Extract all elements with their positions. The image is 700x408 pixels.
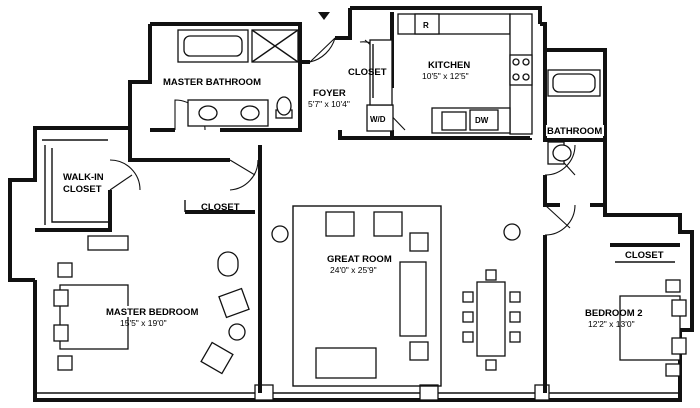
- master-bedroom-furniture: [53, 235, 250, 375]
- master-bedroom-dims: 15'5" x 19'0": [120, 318, 167, 328]
- closet-bedroom2-label: CLOSET: [625, 250, 664, 261]
- kitchen-dims: 10'5" x 12'5": [422, 71, 469, 81]
- exterior-walls: [8, 6, 694, 402]
- bedroom2-dims: 12'2" x 13'0": [588, 319, 635, 329]
- foyer-fixtures: [366, 39, 394, 132]
- foyer-label: FOYER: [313, 88, 346, 99]
- entry-arrow-icon: [318, 12, 330, 20]
- great-room-dims: 24'0" x 25'9": [330, 265, 377, 275]
- master-bath-fixtures: [177, 29, 299, 127]
- closet-foyer-label: CLOSET: [348, 67, 387, 78]
- foyer-dims: 5'7" x 10'4": [308, 99, 350, 109]
- washer-dryer-label: W/D: [370, 115, 386, 124]
- great-room-label: GREAT ROOM: [327, 254, 392, 265]
- refrigerator-label: R: [423, 21, 429, 30]
- dishwasher-label: DW: [475, 116, 489, 125]
- room-labels: MASTER BATHROOM FOYER 5'7" x 10'4" KITCH…: [63, 21, 664, 329]
- closet-hall-label: CLOSET: [201, 202, 240, 213]
- kitchen-label: KITCHEN: [428, 60, 470, 71]
- master-bedroom-label: MASTER BEDROOM: [106, 307, 198, 318]
- kitchen-fixtures: [397, 13, 533, 135]
- great-room-furniture: [271, 205, 521, 387]
- walk-in-closet-label-1: WALK-IN: [63, 172, 104, 183]
- bathroom-label: BATHROOM: [547, 126, 602, 137]
- walk-in-closet-label-2: CLOSET: [63, 184, 102, 195]
- master-bathroom-label: MASTER BATHROOM: [163, 77, 261, 88]
- bath2-fixtures: [547, 69, 601, 165]
- bedroom2-label: BEDROOM 2: [585, 308, 643, 319]
- bedroom2-furniture: [619, 279, 687, 377]
